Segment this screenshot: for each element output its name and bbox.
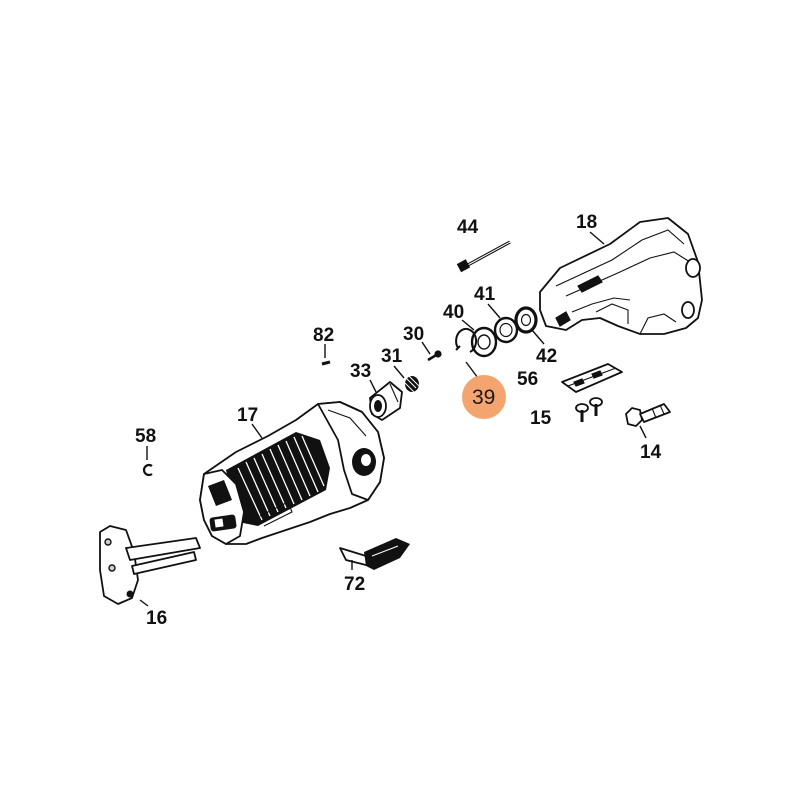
leader-39 — [465, 361, 479, 379]
part-40-washer[interactable] — [470, 326, 498, 358]
label-72: 72 — [344, 574, 365, 595]
part-17-motor-housing[interactable] — [199, 401, 385, 545]
label-30: 30 — [403, 324, 424, 345]
leader-16 — [139, 599, 149, 607]
label-14: 14 — [640, 442, 662, 463]
highlight-marker — [462, 375, 506, 419]
part-39-retaining-ring[interactable] — [455, 327, 478, 353]
label-56: 56 — [517, 369, 538, 390]
label-15: 15 — [530, 408, 552, 429]
leader-41 — [487, 303, 501, 319]
part-41-washer[interactable] — [493, 316, 519, 344]
part-72-lever[interactable] — [339, 538, 410, 570]
leader-40 — [461, 319, 475, 331]
part-31-spring[interactable] — [403, 375, 420, 393]
part-14-hex-bolt[interactable] — [625, 403, 671, 427]
leader-31 — [393, 365, 405, 379]
part-18-gear-housing[interactable] — [539, 217, 703, 335]
label-33: 33 — [350, 361, 371, 382]
label-18: 18 — [576, 212, 597, 233]
part-42-bearing[interactable] — [514, 306, 538, 334]
part-44-long-screw[interactable] — [456, 240, 511, 273]
part-15-screws[interactable] — [575, 397, 603, 422]
label-40: 40 — [443, 302, 464, 323]
leader-33 — [369, 379, 377, 393]
leader-42 — [531, 329, 545, 345]
part-30-small-screw[interactable] — [427, 350, 442, 362]
leader-14 — [639, 425, 647, 439]
label-41: 41 — [474, 284, 496, 305]
label-16: 16 — [146, 608, 167, 629]
leader-17 — [251, 423, 263, 439]
label-44: 44 — [457, 217, 479, 238]
label-39: 39 — [472, 386, 495, 409]
part-82-pin[interactable] — [321, 360, 331, 366]
label-58: 58 — [135, 426, 156, 447]
part-33-bushing[interactable] — [369, 381, 403, 421]
leader-30 — [421, 341, 431, 355]
part-16-guide-plate[interactable] — [99, 525, 201, 605]
label-17: 17 — [237, 405, 258, 426]
label-42: 42 — [536, 346, 557, 367]
leader-18 — [589, 231, 605, 245]
label-31: 31 — [381, 346, 403, 367]
label-82: 82 — [313, 325, 334, 346]
part-58-clip[interactable] — [142, 463, 153, 477]
part-56-plate[interactable] — [561, 363, 623, 393]
